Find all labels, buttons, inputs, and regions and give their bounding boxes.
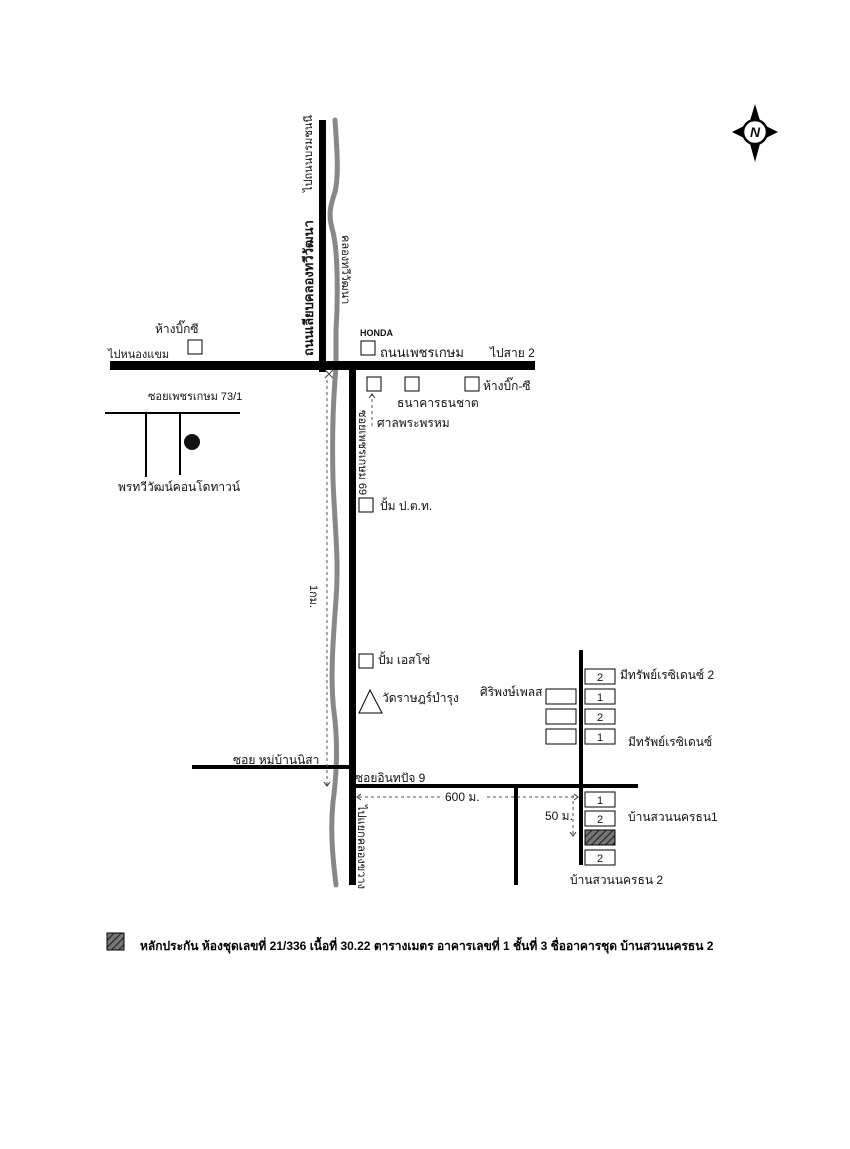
phetkasem-road-label: ถนนเพชรเกษม bbox=[380, 345, 464, 360]
big-c-right-marker bbox=[464, 376, 480, 392]
thanachart-label: ธนาคารธนชาต bbox=[397, 396, 479, 410]
soi-inthapat-label: ซอยอินทปัจ 9 bbox=[355, 771, 426, 785]
canal-label: คลองทวีวัฒนา bbox=[339, 235, 352, 304]
thanachart-marker bbox=[404, 376, 420, 392]
soi-nisa-label: ซอย หมู่บ้านนิสา bbox=[233, 753, 319, 768]
legend-text: หลักประกัน ห้องชุดเลขที่ 21/336 เนื้อที่… bbox=[140, 936, 714, 954]
big-c-left-label: ห้างบิ๊กซี bbox=[155, 320, 199, 336]
main-road-vertical-label: ถนนเลียบคลองทวีวัฒนา bbox=[301, 220, 316, 356]
junction-mark bbox=[324, 369, 334, 379]
ptt-label: ปั้ม ป.ต.ท. bbox=[380, 497, 432, 513]
ptt-marker bbox=[358, 497, 374, 513]
honda-marker bbox=[360, 340, 376, 356]
to-bottom-label: ไปแยกคลองขวาง bbox=[355, 804, 368, 889]
condo-marker bbox=[184, 434, 200, 450]
condo-label: พรทวีวัฒน์คอนโดทาวน์ bbox=[118, 480, 240, 494]
building-number: 2 bbox=[597, 672, 603, 684]
canal-line bbox=[327, 117, 340, 888]
temple-label: วัดราษฎร์บำรุง bbox=[382, 691, 459, 706]
shrine-marker bbox=[366, 376, 382, 392]
to-sai2-label: ไปสาย 2 bbox=[489, 346, 535, 360]
distance-50-label: 50 ม. bbox=[545, 809, 573, 823]
road-soi-phetkasem-69 bbox=[349, 365, 356, 885]
baan-suan-2-label: บ้านสวนนครธน 2 bbox=[570, 873, 663, 887]
big-c-right-label: ห้างบิ๊ก-ซี bbox=[483, 377, 531, 393]
baan-suan-1-label: บ้านสวนนครธน1 bbox=[628, 810, 718, 824]
building-number: 2 bbox=[597, 853, 603, 865]
honda-label: HONDA bbox=[360, 328, 393, 338]
distance-600-label: 600 ม. bbox=[445, 790, 480, 804]
road-phetkasem bbox=[110, 361, 535, 370]
compass-letter: N bbox=[750, 124, 761, 140]
building-number: 1 bbox=[597, 692, 603, 704]
baan-suan-buildings: 1 2 2 bbox=[584, 791, 616, 866]
esso-label: ปั้ม เอสโซ่ bbox=[378, 651, 430, 667]
soi-69-label: ซอยเพชรเกษม 69 bbox=[356, 410, 368, 495]
building-number: 1 bbox=[597, 732, 603, 744]
building-number: 1 bbox=[597, 795, 603, 807]
mesub-buildings: 2 1 2 1 bbox=[584, 668, 616, 745]
mesub-label: มีทรัพย์เรซิเดนซ์ bbox=[628, 735, 712, 749]
to-top-label: ไปถนนบรมชนนี bbox=[302, 115, 315, 193]
distance-1km-label: 1กม. bbox=[307, 585, 319, 608]
collateral-building-marker bbox=[584, 829, 616, 846]
siriphong-buildings bbox=[545, 688, 577, 745]
temple-marker-icon bbox=[358, 688, 383, 714]
siriphong-label: ศิริพงษ์เพลส bbox=[480, 685, 543, 699]
soi-73-1-label: ซอยเพชรเกษม 73/1 bbox=[148, 391, 242, 403]
legend-hatch-swatch bbox=[106, 932, 125, 951]
big-c-left-marker bbox=[187, 339, 203, 355]
mesub-2-label: มีทรัพย์เรซิเดนซ์ 2 bbox=[620, 668, 714, 682]
to-nongkhaem-label: ไปหนองแขม bbox=[107, 348, 169, 361]
esso-marker bbox=[358, 653, 374, 669]
building-number: 2 bbox=[597, 814, 603, 826]
shrine-label: ศาลพระพรหม bbox=[377, 416, 450, 430]
north-arrow-icon: N bbox=[732, 104, 778, 162]
building-number: 2 bbox=[597, 712, 603, 724]
road-thawiwatthana bbox=[319, 120, 326, 372]
